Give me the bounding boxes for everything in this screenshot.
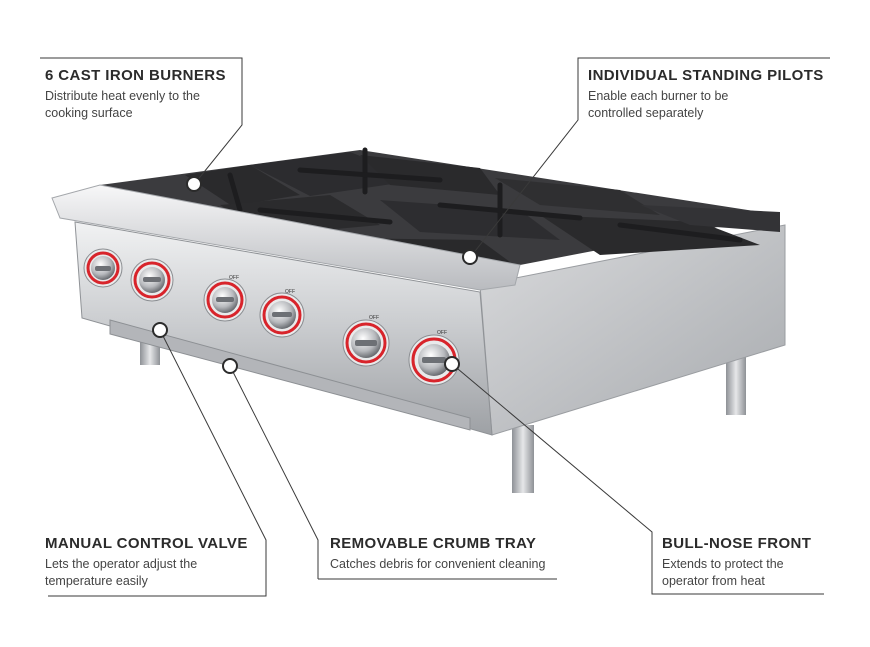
callout-description: Catches debris for convenient cleaning	[330, 557, 546, 571]
svg-text:OFF: OFF	[229, 275, 239, 281]
callout-description: Distribute heat evenly to the cooking su…	[45, 89, 200, 120]
marker-bullnose	[444, 356, 460, 372]
marker-valve	[152, 322, 168, 338]
leader-lines	[40, 57, 830, 597]
knob	[83, 248, 123, 288]
callout-markers	[152, 176, 478, 374]
callout-tray: REMOVABLE CRUMB TRAY Catches debris for …	[330, 535, 545, 573]
knob: OFF	[203, 275, 247, 322]
svg-text:OFF: OFF	[285, 289, 295, 295]
callout-title: REMOVABLE CRUMB TRAY	[330, 535, 537, 552]
knob: OFF	[259, 289, 305, 338]
marker-pilots	[462, 249, 478, 265]
knob	[130, 258, 174, 302]
knob: OFF	[342, 315, 390, 367]
callout-description: Enable each burner to be controlled sepa…	[588, 89, 729, 120]
crumb-tray	[109, 319, 471, 431]
control-knobs: OFF OFF OFF OFF	[83, 248, 460, 386]
callout-valve: MANUAL CONTROL VALVE Lets the operator a…	[45, 535, 248, 590]
callout-description: Extends to protect the operator from hea…	[662, 557, 784, 588]
svg-text:OFF: OFF	[437, 330, 447, 336]
bull-nose-lip	[51, 184, 521, 291]
callout-title: 6 CAST IRON BURNERS	[45, 67, 226, 84]
callout-burners: 6 CAST IRON BURNERS Distribute heat even…	[45, 67, 226, 122]
callout-title: BULL-NOSE FRONT	[662, 535, 812, 552]
callout-title: MANUAL CONTROL VALVE	[45, 535, 248, 552]
marker-tray	[222, 358, 238, 374]
callout-pilots: INDIVIDUAL STANDING PILOTS Enable each b…	[588, 67, 824, 122]
cast-iron-grates	[100, 147, 780, 265]
knob: OFF	[408, 330, 460, 386]
callout-bullnose: BULL-NOSE FRONT Extends to protect the o…	[662, 535, 811, 590]
callout-title: INDIVIDUAL STANDING PILOTS	[588, 67, 824, 84]
callout-description: Lets the operator adjust the temperature…	[45, 557, 198, 588]
marker-burners	[186, 176, 202, 192]
svg-text:OFF: OFF	[369, 315, 379, 321]
